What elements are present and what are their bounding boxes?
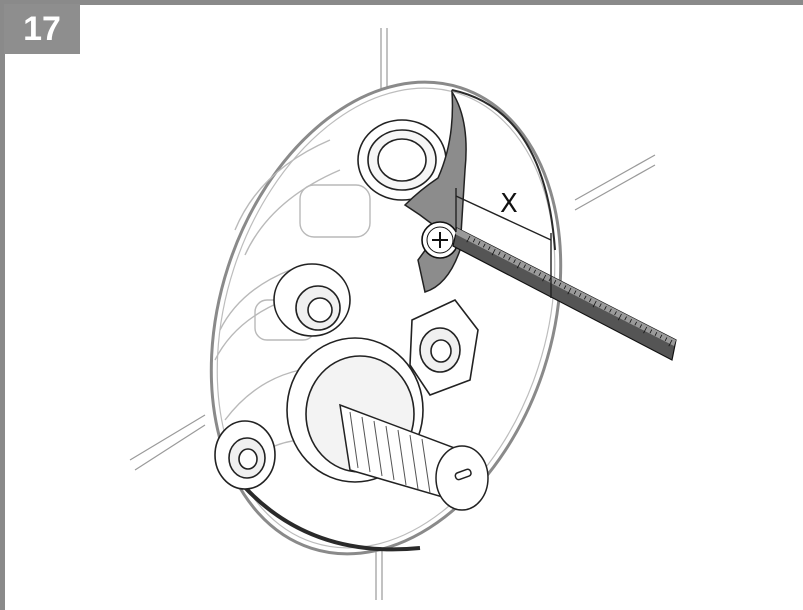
ruler-tick [472, 238, 476, 243]
ruler-tick [477, 241, 481, 245]
ruler-tick [592, 300, 597, 308]
ruler-tick [482, 243, 486, 248]
ruler-tick [523, 264, 526, 269]
ruler-tick [659, 334, 663, 339]
ruler-tick [573, 290, 577, 295]
ruler-tick [643, 326, 648, 334]
lower-outlet-fitting [214, 420, 276, 490]
ruler-tick [538, 272, 542, 277]
ruler-tick [513, 259, 516, 264]
dimension-x-label: X [500, 189, 518, 219]
ruler-tick [668, 339, 673, 347]
ruler-tick [491, 248, 496, 256]
ruler-tick [634, 321, 638, 326]
ruler-tick [498, 251, 501, 256]
ruler-tick [533, 269, 537, 274]
right-outlet-fitting [409, 299, 479, 396]
ruler-tick [488, 246, 491, 251]
ruler-tick [503, 254, 506, 258]
ruler-tick [558, 282, 562, 287]
splined-spindle [339, 403, 489, 511]
ruler-tick [617, 313, 622, 321]
screw [421, 221, 459, 259]
cover-plate [209, 80, 563, 556]
upper-port-nut [357, 119, 447, 201]
ruler-tick [639, 324, 643, 329]
ruler-tick [629, 319, 632, 323]
left-outlet-fitting [273, 263, 351, 337]
ruler-tick [583, 295, 587, 300]
ruler-tick [578, 293, 582, 297]
ruler-tick [466, 235, 471, 243]
ruler-tick [624, 316, 627, 321]
ruler-tick [553, 280, 557, 284]
ruler-tick [649, 329, 653, 334]
measuring-ruler [452, 227, 677, 361]
ruler-tick [567, 287, 572, 295]
ruler-tick [542, 274, 547, 282]
ruler-tick [604, 306, 607, 310]
ruler-tick [664, 337, 668, 342]
dimension-x [455, 188, 552, 298]
ruler-tick [599, 303, 602, 308]
ruler-tick [609, 308, 612, 313]
ruler-tick [563, 285, 567, 290]
ruler-tick [614, 311, 617, 316]
step-number-badge: 17 [4, 4, 80, 54]
ruler-tick [654, 332, 658, 336]
ruler-tick [516, 261, 521, 269]
ruler-tick [528, 267, 531, 271]
ruler-tick [589, 298, 592, 303]
ruler-tick [508, 256, 511, 261]
